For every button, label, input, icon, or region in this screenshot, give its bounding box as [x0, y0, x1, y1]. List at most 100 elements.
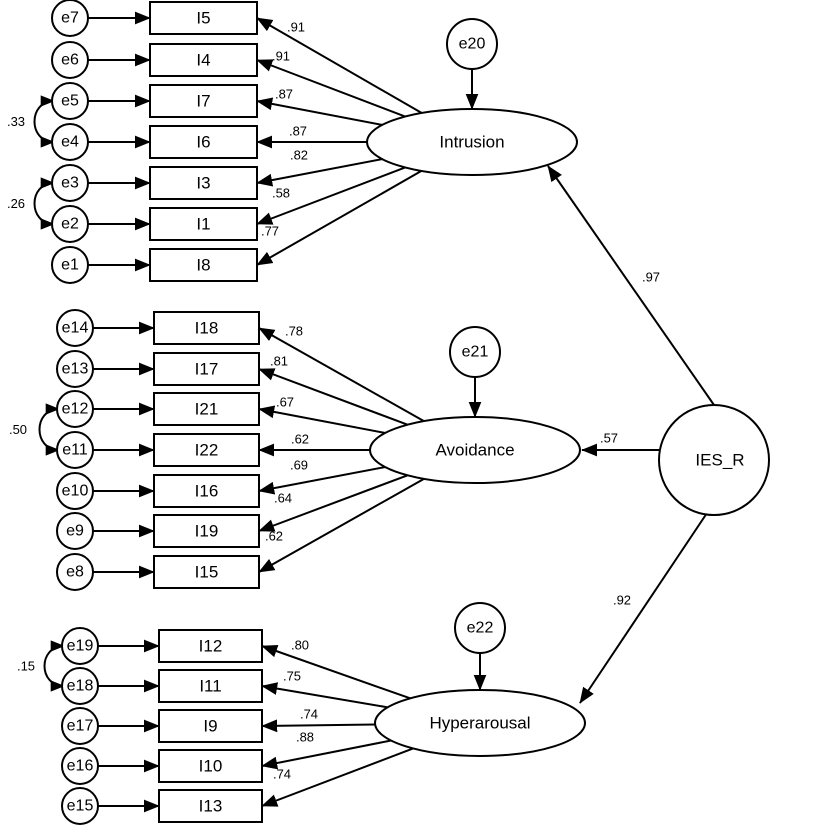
indicator-box — [153, 514, 260, 548]
error-node — [56, 512, 94, 550]
indicator-box — [149, 1, 258, 35]
error-node — [51, 41, 89, 79]
second-order-coefficient: .97 — [642, 270, 660, 285]
second-order-path — [547, 165, 715, 406]
factor-ies-r — [658, 404, 770, 516]
error-label: e6 — [61, 52, 79, 69]
loading-value: .74 — [273, 767, 291, 782]
error-node — [56, 553, 94, 591]
second-order-coefficient: .57 — [600, 431, 618, 446]
error-label: e18 — [67, 678, 94, 695]
indicator-label: I18 — [195, 319, 219, 338]
error-node — [56, 390, 94, 428]
indicator-label: I1 — [196, 215, 210, 234]
loading-value: .67 — [276, 395, 294, 410]
indicator-box — [149, 207, 258, 241]
indicator-label: I5 — [196, 9, 210, 28]
indicator-label: I6 — [196, 133, 210, 152]
error-node — [51, 123, 89, 161]
indicator-box — [158, 709, 263, 743]
loading-path — [261, 747, 414, 807]
loading-value: .78 — [285, 324, 303, 339]
indicator-label: I8 — [196, 256, 210, 275]
indicator-box — [149, 84, 258, 118]
loading-path — [258, 477, 425, 573]
error-covariance — [43, 640, 65, 692]
paths-layer — [33, 11, 715, 813]
error-label: e16 — [67, 758, 94, 775]
indicator-box — [149, 43, 258, 77]
loading-value: .87 — [289, 124, 307, 139]
loading-value: .64 — [274, 491, 292, 506]
loading-path — [256, 97, 383, 126]
error-label: e3 — [61, 175, 79, 192]
loading-path — [256, 17, 423, 114]
indicator-box — [158, 629, 263, 663]
loading-path — [258, 466, 386, 495]
loading-path — [256, 166, 406, 225]
indicator-box — [149, 125, 258, 159]
error-node — [56, 309, 94, 347]
loading-value: .91 — [272, 49, 290, 64]
error-label: e15 — [67, 798, 94, 815]
loading-value: .58 — [272, 186, 290, 201]
indicator-box — [149, 248, 258, 282]
factor-label: Intrusion — [439, 133, 504, 152]
error-node — [61, 787, 99, 825]
error-label: e2 — [61, 216, 79, 233]
error-covariance — [33, 177, 55, 230]
factor-avoidance — [369, 416, 581, 484]
loading-value: .74 — [300, 707, 318, 722]
indicator-label: I4 — [196, 51, 210, 70]
indicator-label: I21 — [195, 400, 219, 419]
error-covariance — [33, 95, 55, 148]
error-node — [61, 627, 99, 665]
indicator-box — [153, 352, 260, 386]
indicator-label: I22 — [195, 441, 219, 460]
error-label: e19 — [67, 638, 94, 655]
loading-value: .80 — [291, 638, 309, 653]
indicator-label: I16 — [195, 482, 219, 501]
error-label: e12 — [62, 401, 89, 418]
second-order-coefficient: .92 — [613, 593, 631, 608]
indicator-box — [153, 311, 260, 345]
loading-path — [261, 739, 392, 770]
indicator-box — [153, 433, 260, 467]
nodes-layer: IES_RIntrusionI5e7.91I4e6.91I7e5.87I6e4.… — [7, 0, 770, 825]
loading-path — [258, 474, 408, 532]
loading-value: .62 — [265, 529, 283, 544]
indicator-label: I10 — [199, 757, 223, 776]
disturbance-node — [446, 18, 498, 70]
second-order-path — [579, 509, 710, 704]
indicator-box — [149, 166, 258, 200]
factor-hyperarousal — [374, 689, 586, 757]
disturbance-label: e22 — [467, 620, 494, 637]
loading-value: .81 — [270, 354, 288, 369]
loading-path — [258, 368, 408, 426]
error-node — [51, 246, 89, 284]
indicator-box — [158, 789, 263, 823]
error-node — [51, 205, 89, 243]
indicator-box — [153, 474, 260, 508]
loading-path — [256, 170, 422, 266]
disturbance-label: e20 — [459, 36, 486, 53]
error-node — [56, 350, 94, 388]
loading-path — [258, 327, 425, 423]
loading-value: .77 — [261, 224, 279, 239]
indicator-box — [153, 555, 260, 589]
error-label: e1 — [61, 257, 79, 274]
loading-path — [261, 645, 411, 700]
loading-value: .75 — [283, 669, 301, 684]
error-label: e9 — [66, 523, 84, 540]
indicator-box — [158, 749, 263, 783]
loading-path — [258, 405, 386, 434]
error-label: e10 — [62, 483, 89, 500]
error-covariance — [38, 403, 60, 456]
loading-path — [261, 682, 388, 709]
factor-label: Hyperarousal — [429, 714, 530, 733]
error-label: e13 — [62, 361, 89, 378]
covariance-value: .50 — [9, 422, 27, 437]
indicator-box — [153, 392, 260, 426]
error-node — [56, 472, 94, 510]
error-node — [61, 667, 99, 705]
